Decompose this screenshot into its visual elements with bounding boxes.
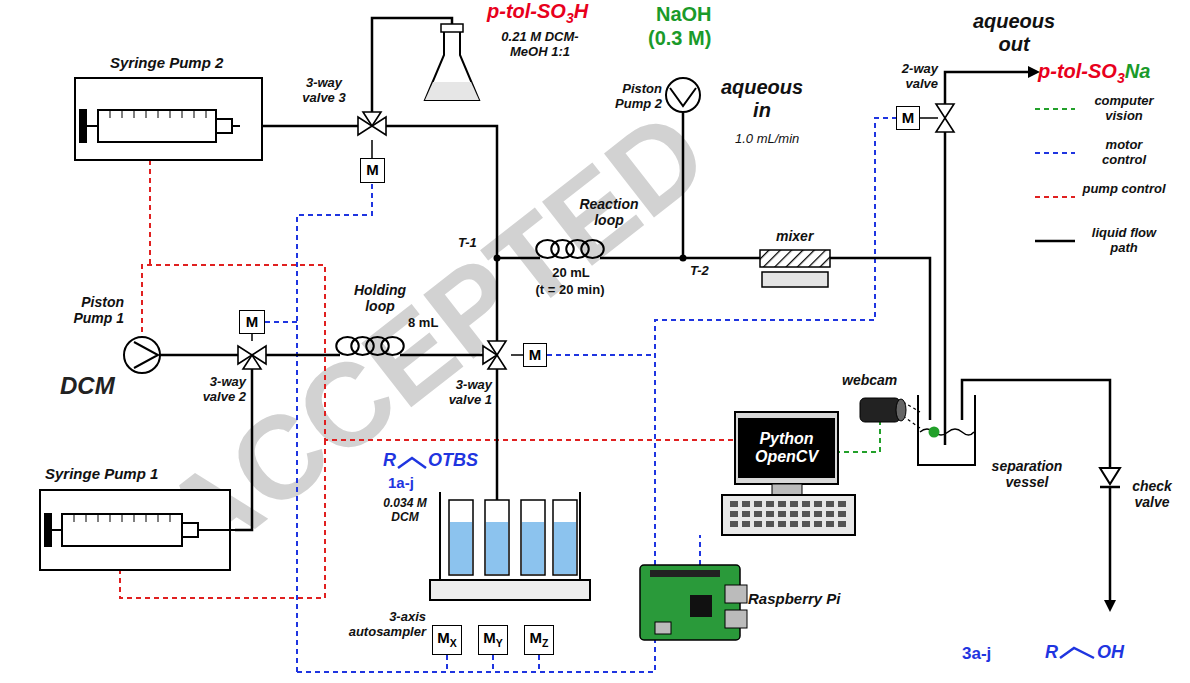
junction-label: T-2 [690,264,709,279]
protecting-group: OTBS [428,450,478,471]
pump-label: Syringe Pump 2 [110,54,223,71]
motor-box: MZ [524,625,554,655]
vessel-label: separation vessel [982,458,1072,490]
volume: 20 mL [540,266,602,281]
node-text: M [530,629,543,646]
node-text: Python OpenCV [755,430,818,465]
node-text: M [437,629,450,646]
legend-text: liquid flow path [1082,226,1166,256]
node-text: M [366,161,379,178]
hydroxyl-group: OH [1097,642,1124,663]
solvent-name: DCM [60,372,115,400]
stream-label: aqueous in [716,76,808,122]
valve-label: 3-way valve 2 [190,375,246,405]
motor-box: MX [432,625,462,655]
residence-time: (t = 20 min) [524,283,616,298]
node-text: M [529,346,542,363]
concentration: 0.21 M DCM-MeOH 1:1 [500,30,580,60]
reagent-name: p-tol-SO3H [487,0,588,26]
flow-rate: 1.0 mL/min [735,132,799,147]
valve-label: check valve [1120,478,1184,510]
legend-text: motor control [1082,138,1166,168]
camera-label: webcam [842,372,897,388]
pump-label: Piston Pump 1 [62,294,124,326]
loop-label: Holding loop [345,282,415,314]
mixer-label: mixer [776,228,813,244]
motor-box: M [523,343,547,367]
axis-subscript: Y [496,637,503,649]
axis-subscript: X [450,637,457,649]
valve-label: 3-way valve 1 [436,378,492,408]
axis-subscript: Z [542,637,548,649]
motor-box: MY [478,625,508,655]
junction-label: T-1 [458,236,477,251]
autosampler-label: 3-axis autosampler [322,610,426,640]
reagent-name: NaOH [656,3,712,26]
board-label: Raspberry Pi [748,590,841,607]
stream-label: aqueous out [968,10,1060,56]
product-name: p-tol-SO3Na [1038,60,1150,86]
node-text: M [246,313,259,330]
loop-label: Reaction loop [576,196,642,228]
concentration: (0.3 M) [648,27,711,50]
node-text: M [902,109,915,126]
motor-box: M [239,310,265,334]
motor-box: M [896,106,920,130]
valve-label: 3-way valve 3 [293,76,355,106]
pump-label: Piston Pump 2 [590,82,662,112]
pump-label: Syringe Pump 1 [45,465,158,482]
concentration: 0.034 M DCM [374,497,436,525]
compound-number: 3a-j [962,644,991,664]
compound-number: 1a-j [388,474,414,491]
node-text: M [483,629,496,646]
motor-box: M [360,158,385,183]
volume: 8 mL [408,316,438,331]
substituent: R [383,450,396,471]
valve-label: 2-way valve [886,62,938,92]
computer-screen: Python OpenCV [738,418,835,478]
substituent: R [1045,642,1058,663]
legend-text: pump control [1082,182,1166,197]
legend-text: computer vision [1082,94,1166,124]
